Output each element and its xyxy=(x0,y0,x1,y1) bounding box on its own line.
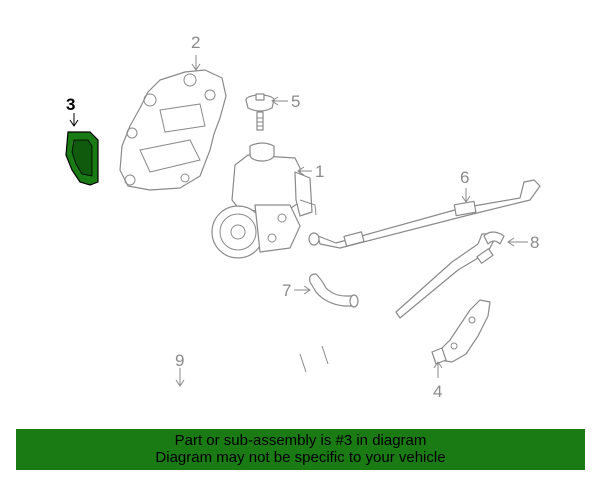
callout-2: 2 xyxy=(191,33,200,52)
part-info-banner: Part or sub-assembly is #3 in diagram Di… xyxy=(16,429,585,470)
part-4-bracket[interactable] xyxy=(431,299,491,365)
callout-1: 1 xyxy=(315,162,324,181)
leader-lines xyxy=(69,55,528,387)
part-5-cap[interactable] xyxy=(245,93,275,131)
part-9-cooler-line[interactable] xyxy=(91,280,347,394)
part-1-pump[interactable] xyxy=(211,142,317,259)
part-2-bracket[interactable] xyxy=(119,69,227,191)
part-7-hose[interactable] xyxy=(309,273,359,308)
callout-7: 7 xyxy=(282,281,291,300)
part-8-return-hose[interactable] xyxy=(395,231,505,319)
callout-6: 6 xyxy=(460,168,469,187)
callout-4: 4 xyxy=(433,382,442,401)
part-3-gasket[interactable] xyxy=(65,131,99,186)
banner-line-disclaimer: Diagram may not be specific to your vehi… xyxy=(155,449,446,466)
banner-line-part: Part or sub-assembly is #3 in diagram xyxy=(174,432,427,449)
parts-diagram: 2 3 5 1 6 8 7 4 9 xyxy=(65,33,541,401)
callout-3: 3 xyxy=(66,95,75,114)
callout-9: 9 xyxy=(175,351,184,370)
callout-8: 8 xyxy=(530,233,539,252)
callout-5: 5 xyxy=(291,92,300,111)
part-6-pressure-hose[interactable] xyxy=(308,179,541,249)
